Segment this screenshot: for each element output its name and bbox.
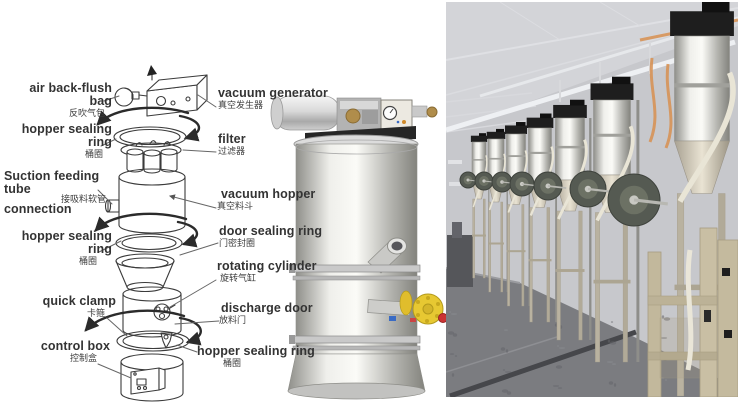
- label-hopper-sealing-ring-3-zh: 桶圈: [223, 358, 242, 369]
- label-hopper-sealing-ring-3-en: hopper sealing ring: [197, 344, 315, 358]
- leader-lines: [97, 94, 220, 379]
- label-suction-line1: Suction feeding tube: [4, 169, 100, 197]
- part-hopper-sealing-ring-3: [116, 330, 190, 352]
- label-suction-feeding-tube: Suction feeding tube 接吸料软管 connection: [4, 169, 122, 216]
- label-door-sealing-ring-zh: 门密封圈: [219, 238, 256, 249]
- far-equipment: [447, 235, 473, 287]
- swoosh-arrows-top: [96, 106, 200, 142]
- floor: [446, 268, 738, 397]
- label-filter-zh: 过滤器: [218, 146, 246, 157]
- foreground-frame: [647, 227, 738, 397]
- label-air-back-flush-bag: air back-flush bag 反吹气包: [4, 81, 112, 119]
- label-vacuum-hopper-zh: 真空料斗: [217, 201, 254, 212]
- factory-photo: [446, 2, 738, 397]
- exploded-diagram: [84, 65, 220, 402]
- label-door-sealing-ring: door sealing ring 门密封圈: [219, 224, 323, 249]
- part-control-box: [130, 367, 166, 395]
- part-filter: [120, 140, 182, 174]
- part-vacuum-generator: [138, 65, 208, 117]
- part-hopper-sealing-ring-2: [115, 233, 183, 253]
- label-hopper-sealing-ring-2-en: hopper sealing ring: [21, 229, 112, 257]
- label-rotating-cylinder-zh: 旋转气缸: [220, 273, 257, 284]
- label-suction-line2: connection: [4, 201, 72, 216]
- label-door-sealing-ring-en: door sealing ring: [219, 224, 323, 238]
- label-quick-clamp-en: quick clamp: [42, 294, 116, 308]
- label-rotating-cylinder: rotating cylinder 旋转气缸: [217, 259, 317, 284]
- label-discharge-door-en: discharge door: [221, 301, 313, 315]
- label-suction-zh: 接吸料软管: [60, 194, 106, 205]
- label-rotating-cylinder-en: rotating cylinder: [217, 259, 317, 273]
- part-discharge-cone: [115, 253, 175, 293]
- label-air-back-flush-bag-zh: 反吹气包: [68, 108, 105, 119]
- label-quick-clamp: quick clamp 卡箍: [4, 294, 116, 319]
- label-hopper-sealing-ring-1: hopper sealing ring 桶圈: [4, 122, 112, 160]
- label-filter: filter 过滤器: [218, 132, 246, 157]
- swoosh-arrows-middle: [94, 212, 198, 248]
- label-hopper-sealing-ring-2: hopper sealing ring 桶圈: [4, 229, 112, 267]
- label-control-box-zh: 控制盒: [69, 353, 97, 364]
- label-discharge-door-zh: 放料门: [219, 315, 247, 326]
- label-vacuum-generator-zh: 真空发生器: [218, 100, 264, 111]
- label-air-back-flush-bag-en: air back-flush bag: [29, 81, 112, 109]
- label-hopper-sealing-ring-1-en: hopper sealing ring: [21, 122, 112, 150]
- label-control-box: control box 控制盒: [4, 339, 110, 364]
- label-vacuum-hopper: vacuum hopper 真空料斗: [217, 187, 316, 212]
- floor-trench: [449, 329, 637, 397]
- label-filter-en: filter: [218, 132, 246, 146]
- part-quick-clamp: [84, 309, 202, 346]
- label-control-box-en: control box: [40, 339, 110, 353]
- label-hopper-sealing-ring-3: hopper sealing ring 桶圈: [197, 344, 315, 369]
- label-hopper-sealing-ring-1-zh: 桶圈: [84, 149, 103, 160]
- label-quick-clamp-zh: 卡箍: [86, 308, 105, 319]
- label-vacuum-generator: vacuum generator 真空发生器: [218, 86, 328, 111]
- product-photo: [270, 95, 448, 400]
- label-vacuum-generator-en: vacuum generator: [218, 86, 328, 100]
- valve-yellow: [367, 290, 448, 325]
- label-vacuum-hopper-en: vacuum hopper: [221, 187, 316, 201]
- part-discharge-door: [160, 332, 173, 349]
- label-discharge-door: discharge door 放料门: [219, 301, 313, 326]
- part-air-back-flush-bag: [114, 87, 140, 107]
- label-hopper-sealing-ring-2-zh: 桶圈: [78, 256, 97, 267]
